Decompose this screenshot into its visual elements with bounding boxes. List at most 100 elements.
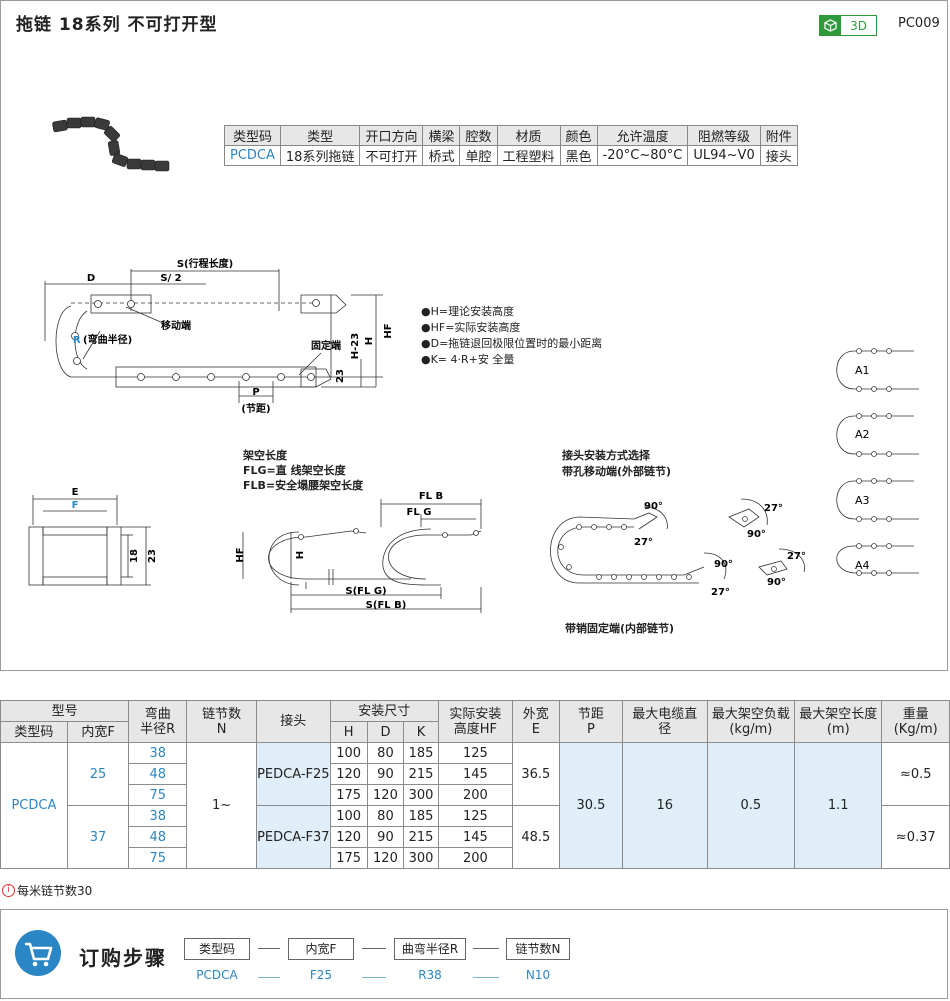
cube-icon bbox=[820, 16, 841, 35]
variant-a4: A4 bbox=[855, 559, 870, 572]
label-move-end: 移动端 bbox=[161, 319, 191, 332]
spec-value: UL94~V0 bbox=[687, 145, 761, 166]
span-title: 架空长度 bbox=[243, 449, 287, 462]
radius-cell: 38 bbox=[128, 742, 188, 764]
outer-width-cell: 48.5 bbox=[511, 805, 560, 869]
step-type-code: 类型码 bbox=[184, 938, 250, 960]
value-connector bbox=[258, 977, 280, 978]
variant-a3: A3 bbox=[855, 494, 870, 507]
angle-90-b: 90° bbox=[747, 529, 766, 540]
dim-h23: H-23 bbox=[350, 333, 361, 359]
h-cell: 175 bbox=[329, 784, 368, 806]
table-row: 48 120 90 215 145 bbox=[1, 763, 950, 785]
angle-27-d: 27° bbox=[787, 551, 806, 562]
angle-90-c: 90° bbox=[714, 559, 733, 570]
d-cell: 90 bbox=[366, 826, 405, 848]
col-d: D bbox=[366, 721, 405, 743]
type-code-cell: PCDCA bbox=[0, 742, 68, 869]
hf-cell: 200 bbox=[437, 847, 513, 869]
variant-diagrams: A1 A2 A3 A4 bbox=[836, 348, 919, 576]
dim-span-hf: HF bbox=[235, 547, 246, 562]
max-cable-cell: 16 bbox=[621, 742, 708, 869]
col-model: 型号 bbox=[0, 700, 130, 722]
order-title: 订购步骤 bbox=[79, 946, 167, 970]
outer-width-cell: 36.5 bbox=[511, 742, 560, 806]
table-header-row-1: 型号 弯曲半径R 链节数N 接头 安装尺寸 实际安装高度HF 外宽E 节距P 最… bbox=[0, 700, 950, 743]
spec-header: 阻燃等级 bbox=[687, 125, 761, 146]
h-cell: 120 bbox=[329, 763, 368, 785]
d-cell: 80 bbox=[366, 742, 405, 764]
span-flb: FLB=安全塌腰架空长度 bbox=[243, 479, 364, 492]
angle-27-a: 27° bbox=[634, 537, 653, 548]
dim-s2: S/ 2 bbox=[160, 273, 181, 284]
h-cell: 175 bbox=[329, 847, 368, 869]
spec-header: 材质 bbox=[496, 125, 561, 146]
d-cell: 120 bbox=[366, 784, 405, 806]
angle-90-d: 90° bbox=[767, 577, 786, 588]
k-cell: 300 bbox=[403, 784, 439, 806]
step-inner-width: 内宽F bbox=[288, 938, 354, 960]
spec-value: 工程塑料 bbox=[496, 145, 561, 166]
3d-button[interactable]: 3D bbox=[819, 15, 877, 36]
col-outer-width: 外宽E bbox=[511, 700, 560, 743]
note-h: ●H=理论安装高度 bbox=[421, 305, 515, 318]
radius-cell: 48 bbox=[128, 826, 188, 848]
col-max-cable: 最大电缆直径 bbox=[621, 700, 708, 743]
radius-cell: 38 bbox=[128, 805, 188, 827]
dim-p: P bbox=[252, 387, 259, 398]
spec-header: 开口方向 bbox=[359, 125, 424, 146]
spec-value: 不可打开 bbox=[359, 145, 424, 166]
k-cell: 215 bbox=[403, 826, 439, 848]
k-cell: 185 bbox=[403, 805, 439, 827]
col-max-span: 最大架空长度(m) bbox=[794, 700, 883, 743]
table-row: PCDCA 25 38 1~ PEDCA-F25 100 80 185 125 … bbox=[0, 742, 950, 869]
dim-r: R bbox=[73, 335, 81, 346]
spec-header-row: 类型码 类型 开口方向 横梁 腔数 材质 颜色 允许温度 阻燃等级 附件 bbox=[224, 125, 798, 146]
radius-cell: 48 bbox=[128, 763, 188, 785]
value-bend-radius: R38 bbox=[418, 968, 442, 982]
spec-header: 颜色 bbox=[559, 125, 598, 146]
spec-value: -20°C~80°C bbox=[596, 145, 689, 166]
dim-sflb: S(FL B) bbox=[366, 600, 407, 611]
formula-notes: ●H=理论安装高度 ●HF=实际安装高度 ●D=拖链退回极限位置时的最小距离 ●… bbox=[421, 304, 602, 368]
k-cell: 215 bbox=[403, 763, 439, 785]
hf-cell: 200 bbox=[437, 784, 513, 806]
spec-value: 单腔 bbox=[459, 145, 498, 166]
radius-cell: 75 bbox=[128, 847, 188, 869]
label-fixed-end: 固定端 bbox=[311, 339, 341, 352]
dim-p-text: (节距) bbox=[241, 402, 270, 415]
dim-h: H bbox=[364, 337, 375, 345]
spec-value: PCDCA bbox=[224, 145, 281, 166]
cross-section-diagram: E F 18 23 bbox=[28, 487, 158, 586]
weight-cell: ≈0.37 bbox=[881, 805, 950, 869]
col-max-load: 最大架空负载(kg/m) bbox=[706, 700, 796, 743]
variant-a2: A2 bbox=[855, 428, 870, 441]
h-cell: 100 bbox=[329, 805, 368, 827]
value-type-code: PCDCA bbox=[196, 968, 238, 982]
dim-d: D bbox=[87, 273, 95, 284]
links-cell: 1~ bbox=[186, 742, 258, 869]
order-steps-panel: 订购步骤 类型码 内宽F 曲弯半径R 链节数N PCDCA F25 R38 N1… bbox=[0, 909, 948, 999]
step-connector bbox=[473, 948, 499, 949]
hf-cell: 145 bbox=[437, 763, 513, 785]
joint-diagram: 90° 27° 27° 90° 90° 27° 27° 90° bbox=[550, 498, 806, 598]
spec-table: 类型码 类型 开口方向 横梁 腔数 材质 颜色 允许温度 阻燃等级 附件 PCD… bbox=[224, 125, 798, 166]
angle-90-a: 90° bbox=[644, 501, 663, 512]
product-panel: 拖链 18系列 不可打开型 3D PC009 类型码 类型 开口方向 横梁 腔数 bbox=[0, 0, 948, 671]
dim-s: S(行程长度) bbox=[177, 257, 233, 270]
col-pitch: 节距P bbox=[558, 700, 623, 743]
dim-flg: FL G bbox=[407, 507, 432, 518]
span-flg: FLG=直 线架空长度 bbox=[243, 464, 346, 477]
table-row: 75 175 120 300 200 bbox=[1, 847, 950, 869]
step-bend-radius: 曲弯半径R bbox=[394, 938, 466, 960]
col-weight: 重量(Kg/m) bbox=[881, 700, 950, 743]
table-header-row-2: 类型码 内宽F H D K bbox=[0, 721, 950, 743]
dim-e: E bbox=[72, 487, 79, 498]
weight-cell: ≈0.5 bbox=[881, 742, 950, 806]
note-hf: ●HF=实际安装高度 bbox=[421, 321, 521, 334]
d-cell: 80 bbox=[366, 805, 405, 827]
span-diagram: FL B FL G S(FL G) S(FL B) HF H bbox=[235, 491, 482, 613]
3d-label: 3D bbox=[850, 18, 867, 33]
model-table: 型号 弯曲半径R 链节数N 接头 安装尺寸 实际安装高度HF 外宽E 节距P 最… bbox=[0, 700, 950, 869]
angle-27-b: 27° bbox=[764, 503, 783, 514]
